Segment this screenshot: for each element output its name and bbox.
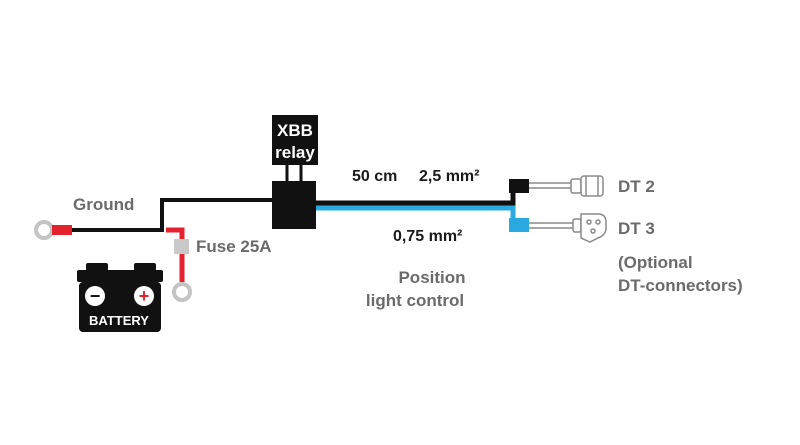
ground-ring-terminal <box>34 220 72 240</box>
relay-body <box>272 181 316 229</box>
battery-minus-symbol: − <box>90 286 101 306</box>
ground-wire <box>72 198 272 232</box>
position-label-line2: light control <box>366 291 464 310</box>
position-label-line1: Position <box>398 268 465 287</box>
dt3-label: DT 3 <box>618 219 655 238</box>
positive-ring-terminal <box>172 282 192 302</box>
positive-red-wire <box>166 227 185 282</box>
relay-label-line1: XBB <box>277 121 313 140</box>
dt2-wire-sleeve <box>509 179 529 193</box>
main-black-wire <box>316 183 525 206</box>
ground-label: Ground <box>73 195 134 214</box>
dt3-wire-sleeve <box>509 218 529 232</box>
optional-label-line2: DT-connectors) <box>618 276 743 295</box>
signal-cross-section-label: 0,75 mm² <box>393 228 462 245</box>
dt3-connector <box>572 213 607 243</box>
relay-pins <box>285 165 303 182</box>
relay-label-box: XBB relay <box>272 115 318 165</box>
dt2-connector <box>570 175 604 197</box>
battery-icon: − + BATTERY <box>77 263 163 332</box>
dt2-label: DT 2 <box>618 177 655 196</box>
fuse <box>174 239 189 254</box>
main-cross-section-label: 2,5 mm² <box>419 168 479 185</box>
position-blue-wire <box>316 205 525 228</box>
battery-plus-symbol: + <box>139 286 150 306</box>
optional-label-line1: (Optional <box>618 253 693 272</box>
fuse-label: Fuse 25A <box>196 237 272 256</box>
connector-leads <box>529 182 574 229</box>
wire-length-label: 50 cm <box>352 168 397 185</box>
battery-label: BATTERY <box>89 313 149 328</box>
relay-label-line2: relay <box>275 143 315 162</box>
